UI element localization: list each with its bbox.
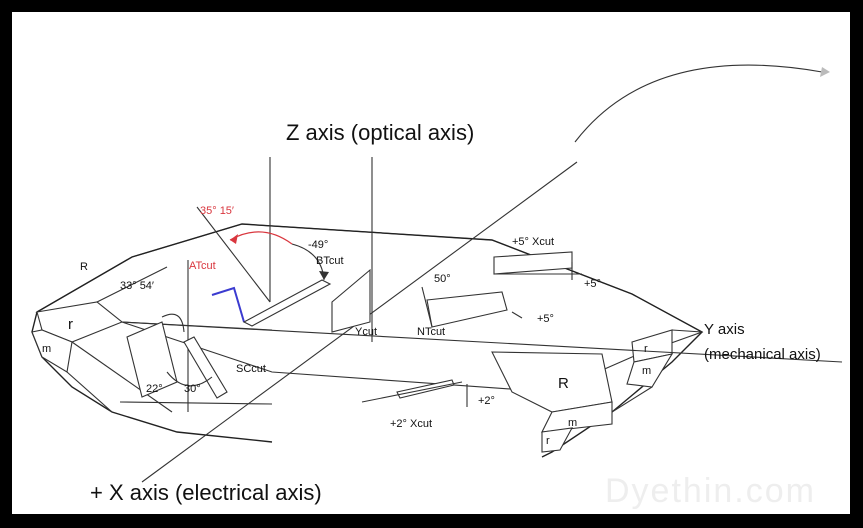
z-axis-label: Z axis (optical axis) — [286, 120, 474, 145]
facet-m-right-label: m — [642, 365, 651, 377]
atcut-label: ATcut — [189, 260, 216, 272]
x-axis-label: + X axis (electrical axis) — [90, 480, 322, 505]
edge — [611, 386, 653, 413]
plus5-b-label: +5° — [537, 313, 554, 325]
facet-R-right-label: R — [558, 375, 569, 392]
nt-edge — [421, 286, 433, 328]
plus2-label: +2° — [478, 395, 495, 407]
sccut-plane-2 — [183, 336, 228, 399]
xcut2-ref — [361, 381, 463, 403]
base-line — [119, 401, 273, 405]
ntcut-label: NTcut — [417, 326, 445, 338]
minus49-label: -49° — [308, 239, 328, 251]
edge — [671, 329, 703, 333]
angle-22-label: 22° — [146, 383, 163, 395]
angle-35-15-label: 35° 15′ — [200, 205, 234, 217]
crystal-outline — [36, 223, 704, 458]
sccut-label: SCcut — [236, 363, 266, 375]
atcut-plane — [211, 286, 245, 323]
btcut-plane — [242, 279, 332, 327]
plus5-a-label: +5° — [584, 278, 601, 290]
watermark: Dyethin.com — [605, 472, 816, 510]
angle-arc-22 — [166, 371, 213, 387]
facet-m-bottom-label: m — [568, 417, 577, 429]
facet-m-left-label: m — [42, 343, 51, 355]
angle-33-54-label: 33° 54′ — [120, 280, 154, 292]
diagram-frame: Dyethin.com — [12, 12, 850, 514]
quartz-cuts-diagram: Dyethin.com — [31, 64, 843, 510]
facet-R-right — [491, 351, 613, 413]
xcut5-label: +5° Xcut — [512, 236, 554, 248]
facet-r-left-label: r — [68, 316, 73, 333]
xcut2-label: +2° Xcut — [390, 418, 432, 430]
facet-m-bottom — [541, 401, 613, 433]
facet-r-left — [36, 301, 124, 343]
ntcut-plane — [426, 291, 508, 328]
y-axis-line — [121, 321, 843, 363]
rotation-arrow — [574, 64, 823, 143]
rotation-arrowhead — [820, 67, 830, 77]
angle-arc-33 — [161, 313, 185, 333]
y-axis-label: Y axis — [704, 321, 745, 338]
nt-arrow — [511, 311, 523, 319]
arrowhead — [230, 234, 238, 244]
angle-30-label: 30° — [184, 383, 201, 395]
facet-r-bottom — [541, 427, 574, 453]
facet-m-left — [31, 329, 73, 373]
arrowhead — [319, 271, 329, 280]
facet-r-bottom-label: r — [546, 435, 550, 447]
facet-r-right-label: r — [644, 343, 648, 355]
btcut-label: BTcut — [316, 255, 344, 267]
facet-R-left-label: R — [80, 261, 88, 273]
edge — [66, 371, 113, 413]
edge — [96, 266, 168, 303]
y-axis-sublabel: (mechanical axis) — [704, 346, 821, 363]
edge — [71, 341, 173, 413]
angle-50-label: 50° — [434, 273, 451, 285]
ycut-plane — [331, 268, 371, 333]
at-diagonal — [196, 206, 271, 303]
ycut-label: Ycut — [355, 326, 377, 338]
